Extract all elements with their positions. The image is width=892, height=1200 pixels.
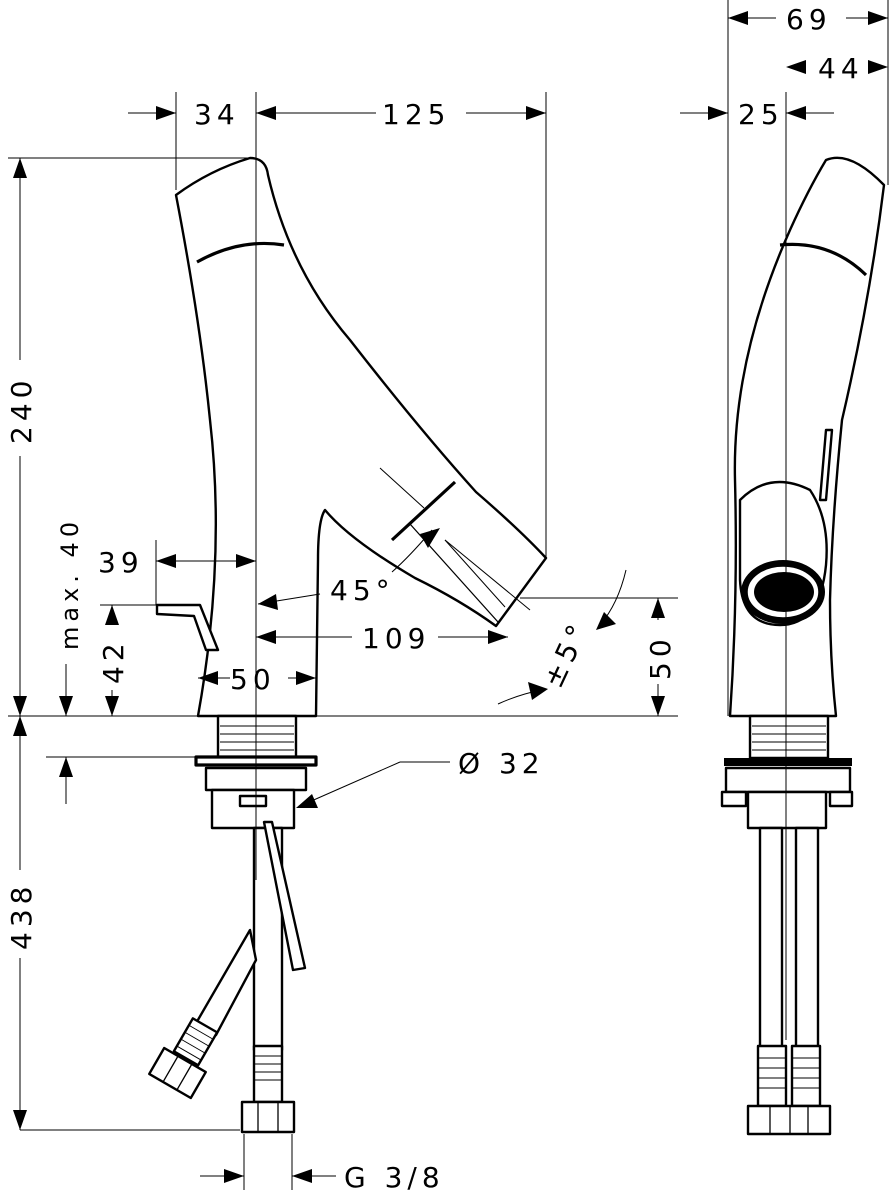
- front-shank-hatch: [220, 725, 294, 751]
- front-fitting-angled: [148, 1017, 219, 1100]
- dim-44-label: 44: [818, 52, 864, 85]
- side-fittings: [746, 1044, 832, 1136]
- side-hose-left: [758, 826, 784, 1052]
- dim-42-label: 42: [97, 638, 130, 684]
- side-washer: [724, 758, 852, 766]
- front-view: [155, 156, 548, 718]
- dim-438: 438: [5, 716, 38, 1130]
- dim-nut-height: [59, 757, 73, 804]
- dim-125-label: 125: [382, 98, 450, 131]
- side-faucet-body: [728, 156, 886, 718]
- side-lever-handle: [818, 428, 834, 502]
- dim-44: 44: [786, 52, 888, 85]
- front-faucet-body: [174, 156, 548, 718]
- front-top-band: [196, 241, 285, 264]
- front-fitting-straight: [240, 1044, 296, 1134]
- side-hose-right: [794, 826, 820, 1052]
- dim-32: Ø 32: [296, 747, 545, 808]
- side-view: [720, 92, 886, 1136]
- dim-25-label: 25: [738, 98, 784, 131]
- side-top-band: [779, 242, 868, 277]
- front-nut-lower: [210, 788, 296, 830]
- side-shank: [748, 714, 830, 760]
- extension-lines: [8, 0, 889, 1190]
- dim-39: 39: [98, 546, 256, 579]
- front-shank: [216, 714, 298, 760]
- dim-240-label: 240: [5, 376, 38, 444]
- dim-50-right: 50: [644, 598, 677, 716]
- dim-45-label: 45°: [330, 574, 395, 607]
- dim-125: 125: [256, 98, 546, 131]
- dim-g38: G 3/8: [200, 1161, 445, 1194]
- dim-max40-label: max. 40: [56, 517, 84, 650]
- dim-240: 240: [5, 158, 38, 716]
- front-hose-angled: [193, 928, 258, 1037]
- dim-34: 34: [128, 98, 276, 131]
- front-aerator-ring: [390, 480, 457, 542]
- dim-g38-label: G 3/8: [344, 1161, 445, 1194]
- dim-25: 25: [680, 98, 834, 131]
- dim-50-right-label: 50: [644, 634, 677, 680]
- front-mounting-assembly: [148, 714, 318, 1134]
- dim-109-label: 109: [362, 622, 430, 655]
- side-nut-lower: [746, 790, 828, 830]
- front-lever: [155, 603, 220, 652]
- dim-69-label: 69: [786, 3, 832, 36]
- flow-line-1: [444, 539, 531, 611]
- dim-5deg-label: ±5°: [536, 615, 596, 693]
- dim-42: 42: [97, 605, 130, 716]
- front-clip: [238, 794, 268, 808]
- front-hose-rod: [262, 820, 307, 972]
- side-nut: [724, 766, 852, 794]
- dim-438-label: 438: [5, 882, 38, 950]
- flow-line-3: [379, 467, 425, 509]
- dim-50-base: 50: [198, 663, 316, 696]
- dim-109: 109: [256, 622, 508, 655]
- dim-39-label: 39: [98, 546, 144, 579]
- dim-max40: max. 40: [56, 517, 84, 716]
- dim-69: 69: [728, 3, 888, 36]
- flow-line-2: [444, 539, 506, 608]
- dim-32-label: Ø 32: [458, 747, 545, 780]
- dim-45: 45°: [257, 528, 440, 610]
- dim-50-base-label: 50: [230, 663, 276, 696]
- dim-34-label: 34: [194, 98, 240, 131]
